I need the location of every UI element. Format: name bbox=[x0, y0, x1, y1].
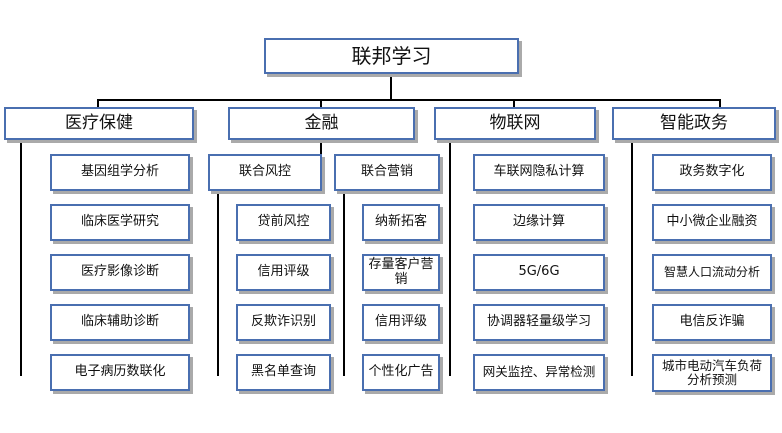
connector bbox=[97, 99, 721, 101]
leaf-item: 5G/6G bbox=[473, 254, 605, 291]
connector bbox=[217, 191, 219, 376]
category-gov: 智能政务 bbox=[612, 107, 776, 140]
root-node: 联邦学习 bbox=[264, 38, 519, 74]
leaf-item: 边缘计算 bbox=[473, 204, 605, 241]
category-healthcare: 医疗保健 bbox=[4, 107, 194, 140]
connector bbox=[320, 140, 322, 154]
leaf-item: 医疗影像诊断 bbox=[50, 254, 190, 291]
leaf-item: 政务数字化 bbox=[652, 154, 772, 191]
leaf-item: 临床医学研究 bbox=[50, 204, 190, 241]
leaf-item: 存量客户营销 bbox=[362, 254, 440, 291]
leaf-item: 电信反诈骗 bbox=[652, 304, 772, 341]
leaf-item: 协调器轻量级学习 bbox=[473, 304, 605, 341]
leaf-item: 反欺诈识别 bbox=[236, 304, 331, 341]
leaf-item: 个性化广告 bbox=[362, 354, 440, 391]
leaf-item: 车联网隐私计算 bbox=[473, 154, 605, 191]
leaf-item: 基因组学分析 bbox=[50, 154, 190, 191]
connector bbox=[320, 99, 322, 107]
connector bbox=[390, 74, 392, 100]
category-iot: 物联网 bbox=[434, 107, 596, 140]
category-finance: 金融 bbox=[228, 107, 415, 140]
leaf-item: 中小微企业融资 bbox=[652, 204, 772, 241]
connector bbox=[719, 99, 721, 107]
leaf-item: 黑名单查询 bbox=[236, 354, 331, 391]
leaf-item: 贷前风控 bbox=[236, 204, 331, 241]
connector bbox=[449, 140, 451, 376]
leaf-item: 电子病历数联化 bbox=[50, 354, 190, 391]
connector bbox=[20, 140, 22, 376]
finance-group-risk: 联合风控 bbox=[208, 154, 322, 191]
connector bbox=[97, 99, 99, 107]
finance-group-marketing: 联合营销 bbox=[334, 154, 440, 191]
leaf-item: 城市电动汽车负荷分析预测 bbox=[652, 354, 772, 392]
leaf-item: 临床辅助诊断 bbox=[50, 304, 190, 341]
leaf-item: 智慧人口流动分析 bbox=[652, 254, 772, 291]
leaf-item: 信用评级 bbox=[362, 304, 440, 341]
connector bbox=[631, 140, 633, 376]
leaf-item: 网关监控、异常检测 bbox=[473, 354, 605, 391]
connector bbox=[513, 99, 515, 107]
leaf-item: 信用评级 bbox=[236, 254, 331, 291]
leaf-item: 纳新拓客 bbox=[362, 204, 440, 241]
connector bbox=[343, 191, 345, 376]
